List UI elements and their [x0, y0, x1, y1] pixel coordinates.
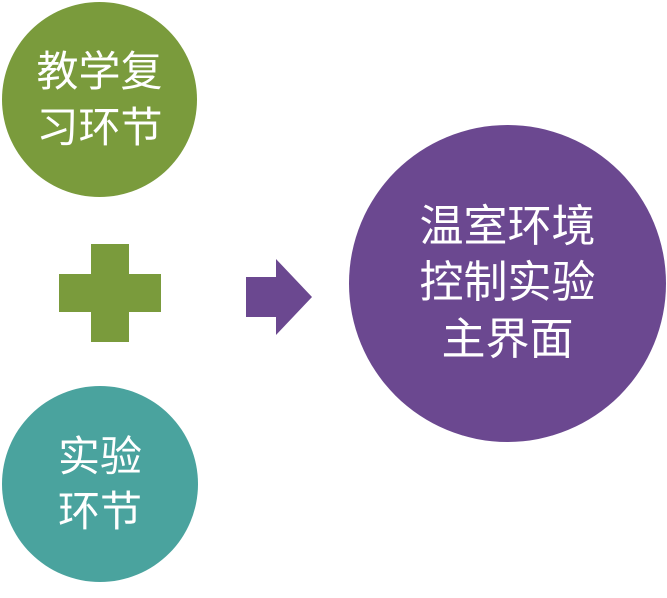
- experiment-label: 实验 环节: [58, 429, 142, 540]
- experiment-circle: 实验 环节: [2, 386, 198, 582]
- right-arrow-icon: [246, 259, 312, 335]
- experiment-line-2: 环节: [57, 487, 142, 536]
- experiment-line-1: 实验: [57, 431, 142, 481]
- teaching-review-label: 教学复 习环节: [36, 44, 162, 155]
- teaching-review-line-1: 教学复: [36, 47, 163, 97]
- greenhouse-main-interface-label: 温室环境 控制实验 主界面: [420, 199, 596, 368]
- main-interface-line-2: 控制实验: [419, 257, 596, 309]
- plus-icon: [59, 244, 161, 342]
- greenhouse-main-interface-circle: 温室环境 控制实验 主界面: [349, 125, 666, 442]
- plus-icon-vertical-bar: [91, 244, 129, 342]
- main-interface-line-3: 主界面: [441, 313, 574, 365]
- teaching-review-circle: 教学复 习环节: [2, 2, 197, 197]
- teaching-review-line-2: 习环节: [36, 102, 163, 152]
- main-interface-line-1: 温室环境: [419, 201, 596, 253]
